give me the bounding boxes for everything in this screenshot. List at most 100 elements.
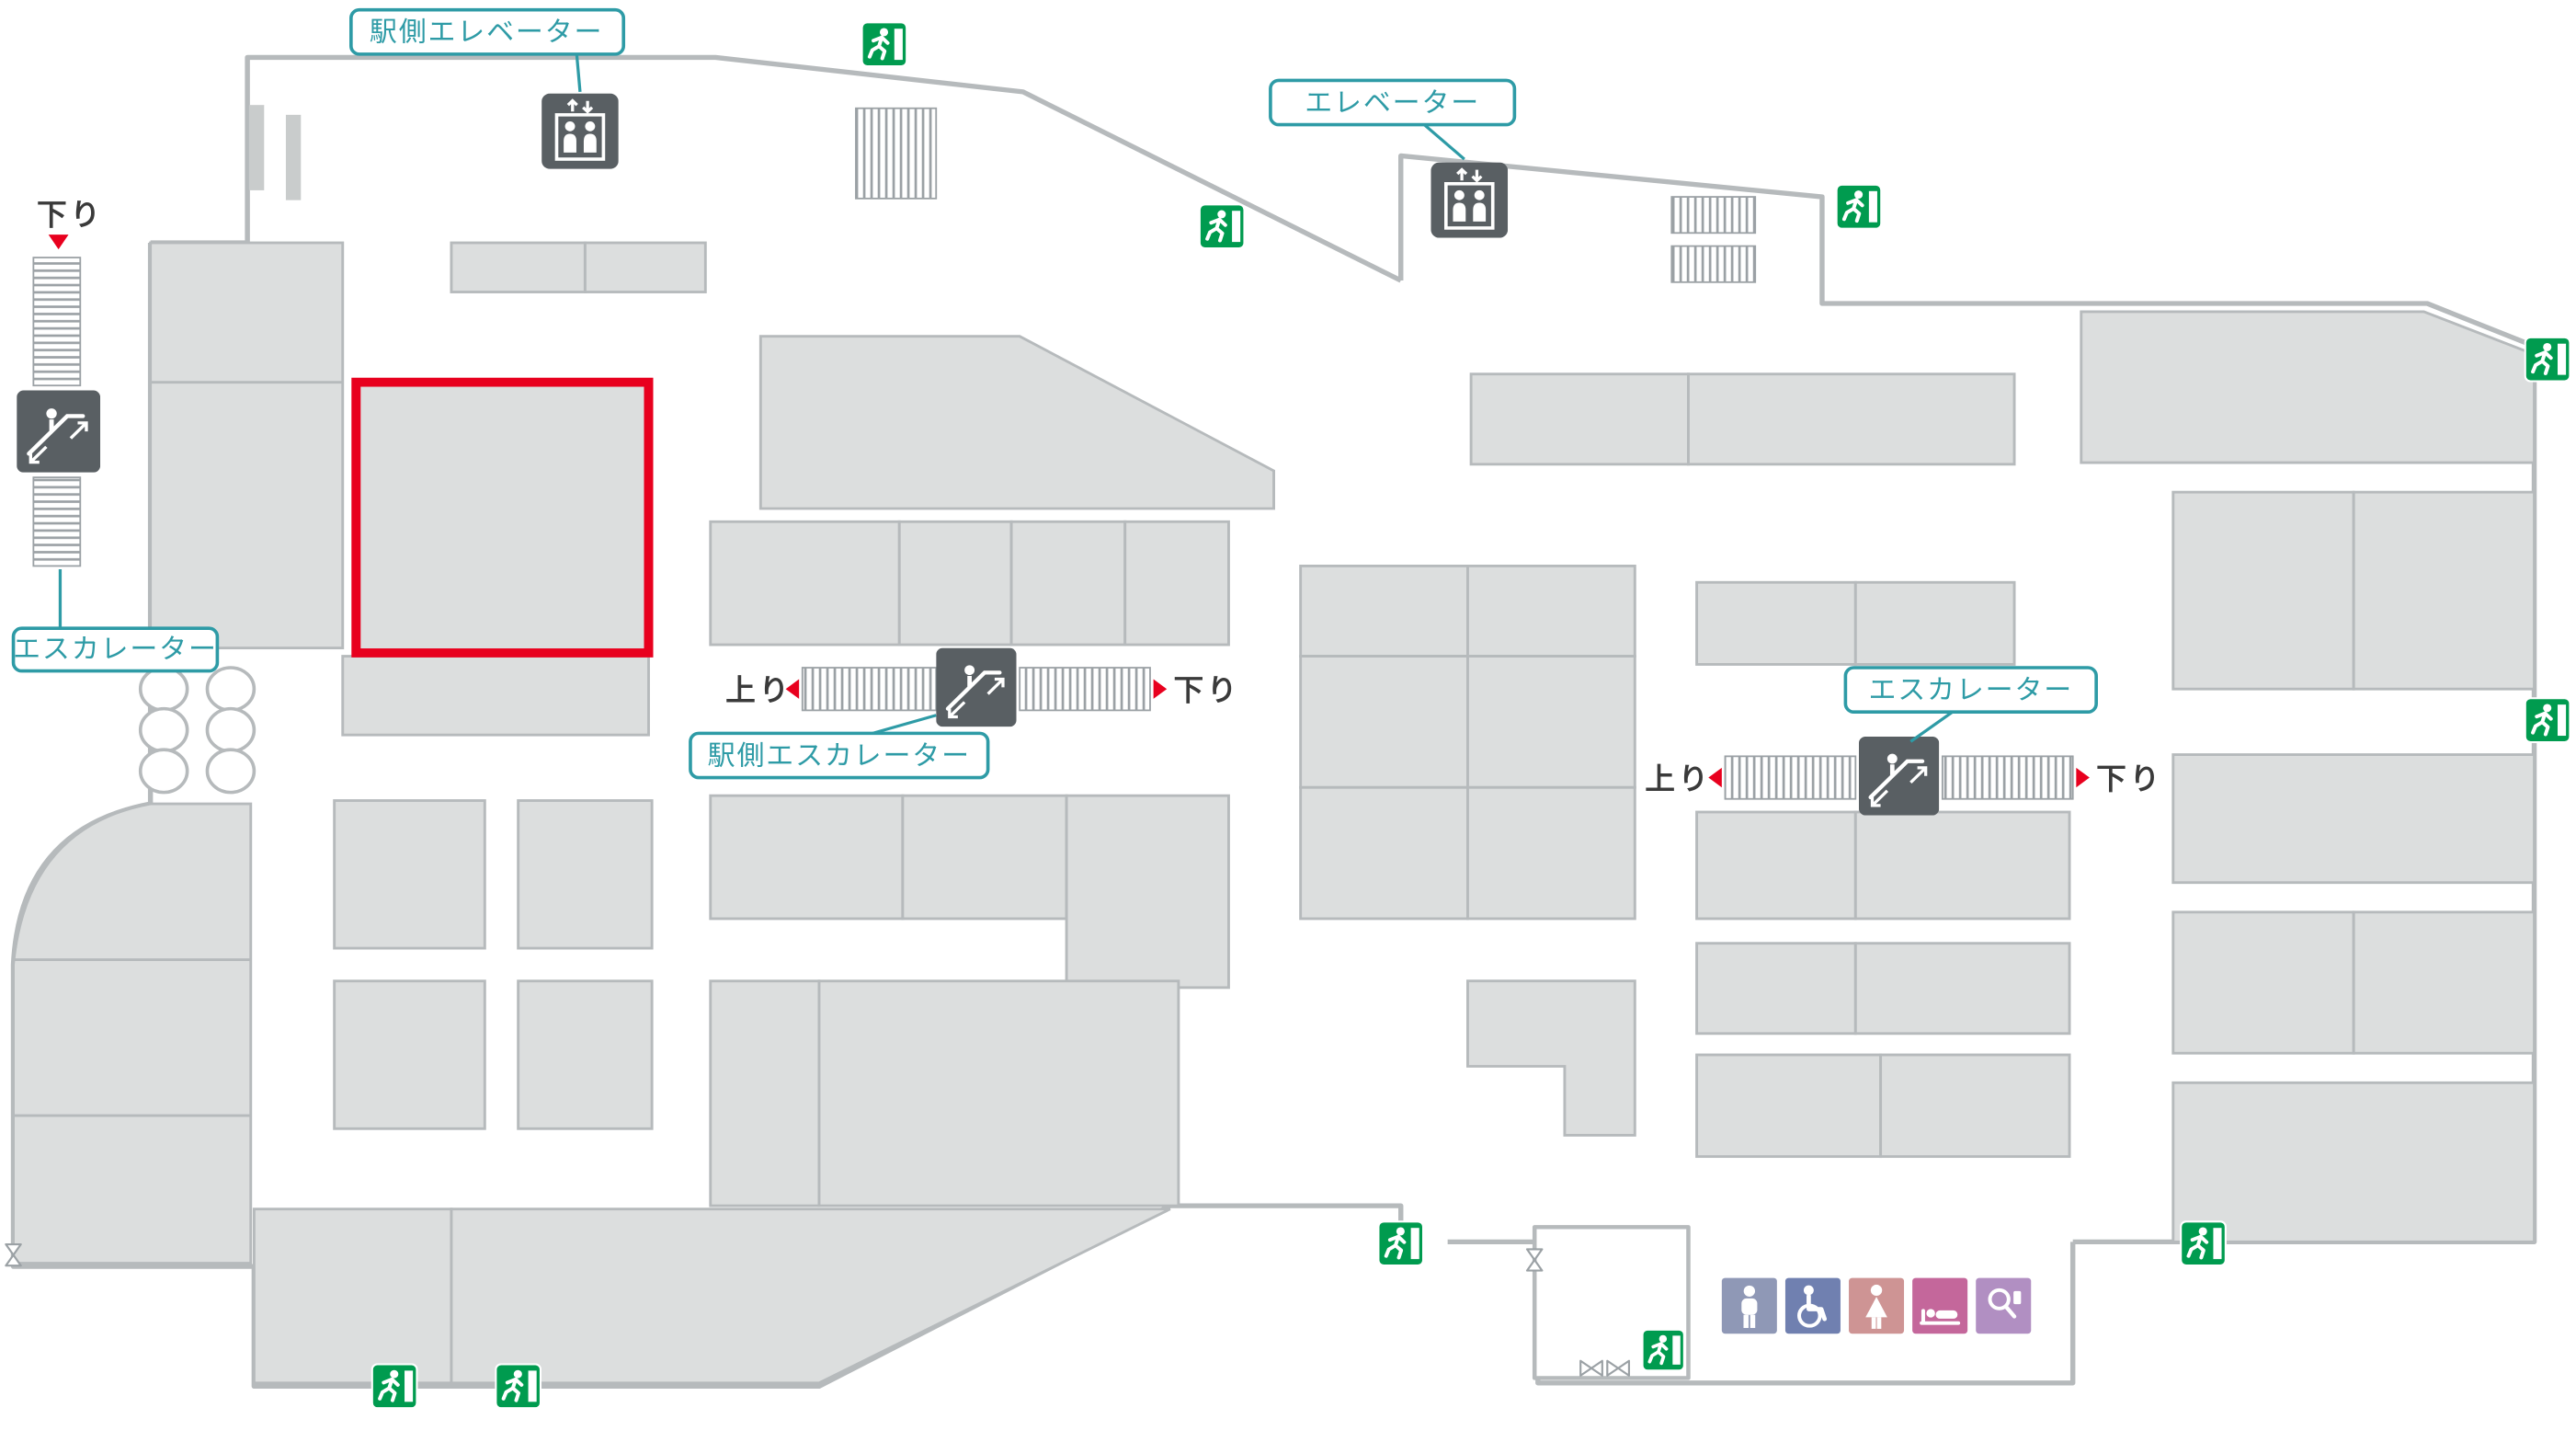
store-block [817,979,1180,1207]
escalator-belt [1941,755,2074,800]
powder-room-icon [1976,1277,2032,1334]
store-blocks [12,241,2536,1385]
direction-marker [1708,767,1722,788]
direction-marker [48,235,69,250]
store-block [1466,564,1636,658]
store-block [709,979,821,1207]
direction-up-label: 上り [725,674,792,707]
store-block [333,799,486,950]
store-block [2171,753,2536,885]
callout-escalator-east: エスカレーター [1843,666,2098,743]
store-block [2171,910,2355,1055]
east-escalator: 上り 下り [1645,737,2163,816]
emergency-exit-icon [496,1364,541,1408]
store-block [1299,785,1469,921]
direction-down-label: 下り [1173,674,1240,707]
direction-marker [1153,679,1168,699]
escalator-belt [1724,755,1857,800]
label-text: エスカレーター [1868,675,2073,705]
store-block [2171,490,2355,691]
label-text: エスカレーター [13,635,218,665]
escalator-icon [1859,737,1939,816]
store-block [1695,942,1857,1036]
store-block [1123,520,1230,647]
womens-toilet-icon [1849,1277,1905,1334]
store-block [2080,310,2536,464]
emergency-exit-icon [2525,338,2570,382]
store-block [1466,979,1636,1137]
stairs-icon [1670,245,1757,283]
label-box [1269,78,1517,127]
store-block [1853,810,2071,921]
store-block [1299,655,1469,789]
column-icons [138,666,256,795]
store-block [2171,1081,2536,1243]
store-block [709,794,905,921]
direction-down-label: 下り [2096,762,2163,795]
store-block [583,241,707,293]
emergency-exit-icon [2181,1221,2226,1265]
label-pointer [872,714,937,735]
accessible-toilet-icon [1784,1277,1841,1334]
label-text: エレベーター [1305,88,1480,119]
store-block [897,520,1013,647]
store-block [252,1207,453,1385]
store-block [1466,655,1636,789]
label-pointer [1423,123,1465,161]
elevator-icon [541,93,619,169]
escalator-belt [32,257,82,387]
center-escalator: 上り 下り [725,648,1240,727]
store-block [517,799,654,950]
store-block [341,655,650,737]
store-block [1469,372,1690,466]
emergency-exit-icon [1378,1221,1423,1265]
store-block [333,979,486,1130]
escalator-icon [17,391,100,473]
store-block [517,979,654,1130]
label-box [689,731,990,780]
callout-escalator-west: エスカレーター [11,568,220,673]
elevator-icon [1430,162,1509,238]
callouts: 駅側エレベーター エレベーター エスカレーター 駅側エスカレーター エスカレータ… [11,7,2098,780]
label-pointer [575,53,582,93]
selected-store-highlight[interactable] [351,377,654,658]
store-block [450,241,587,293]
label-box [349,7,626,56]
label-text: 駅側エスカレーター [708,741,971,772]
stair-hatches [855,107,1757,283]
escalator-icon [936,648,1016,727]
store-block [1879,1053,2071,1159]
store-block [1853,942,2071,1036]
direction-up-label: 上り [1645,762,1712,795]
door-mark [285,114,302,200]
store-block [2352,910,2536,1055]
store-block [1065,794,1230,990]
store-block [149,241,345,650]
emergency-exit-icon [2525,698,2570,742]
store-block [1009,520,1127,647]
mens-toilet-icon [1721,1277,1777,1334]
outline-restroom-wing [1447,1239,2076,1386]
store-block [1466,785,1636,921]
store-block [1695,810,1857,921]
store-block [1853,580,2016,666]
stairs-icon [1670,196,1757,235]
store-block [1695,1053,1883,1159]
stairs-icon [855,107,938,200]
store-block [12,802,253,1265]
emergency-exit-icon [1200,204,1245,248]
escalator-belt [32,476,82,567]
store-block [1695,580,1857,666]
store-block [1299,564,1469,658]
facility-icons [1721,1277,2032,1334]
emergency-exit-icon [862,22,907,66]
escalator-belt [801,667,938,712]
callout-station-escalator: 駅側エスカレーター [689,714,990,780]
label-pointer [1909,710,1954,743]
store-block [901,794,1068,921]
label-text: 駅側エレベーター [370,17,603,48]
callout-station-elevator: 駅側エレベーター [349,7,626,93]
store-block [758,335,1275,510]
